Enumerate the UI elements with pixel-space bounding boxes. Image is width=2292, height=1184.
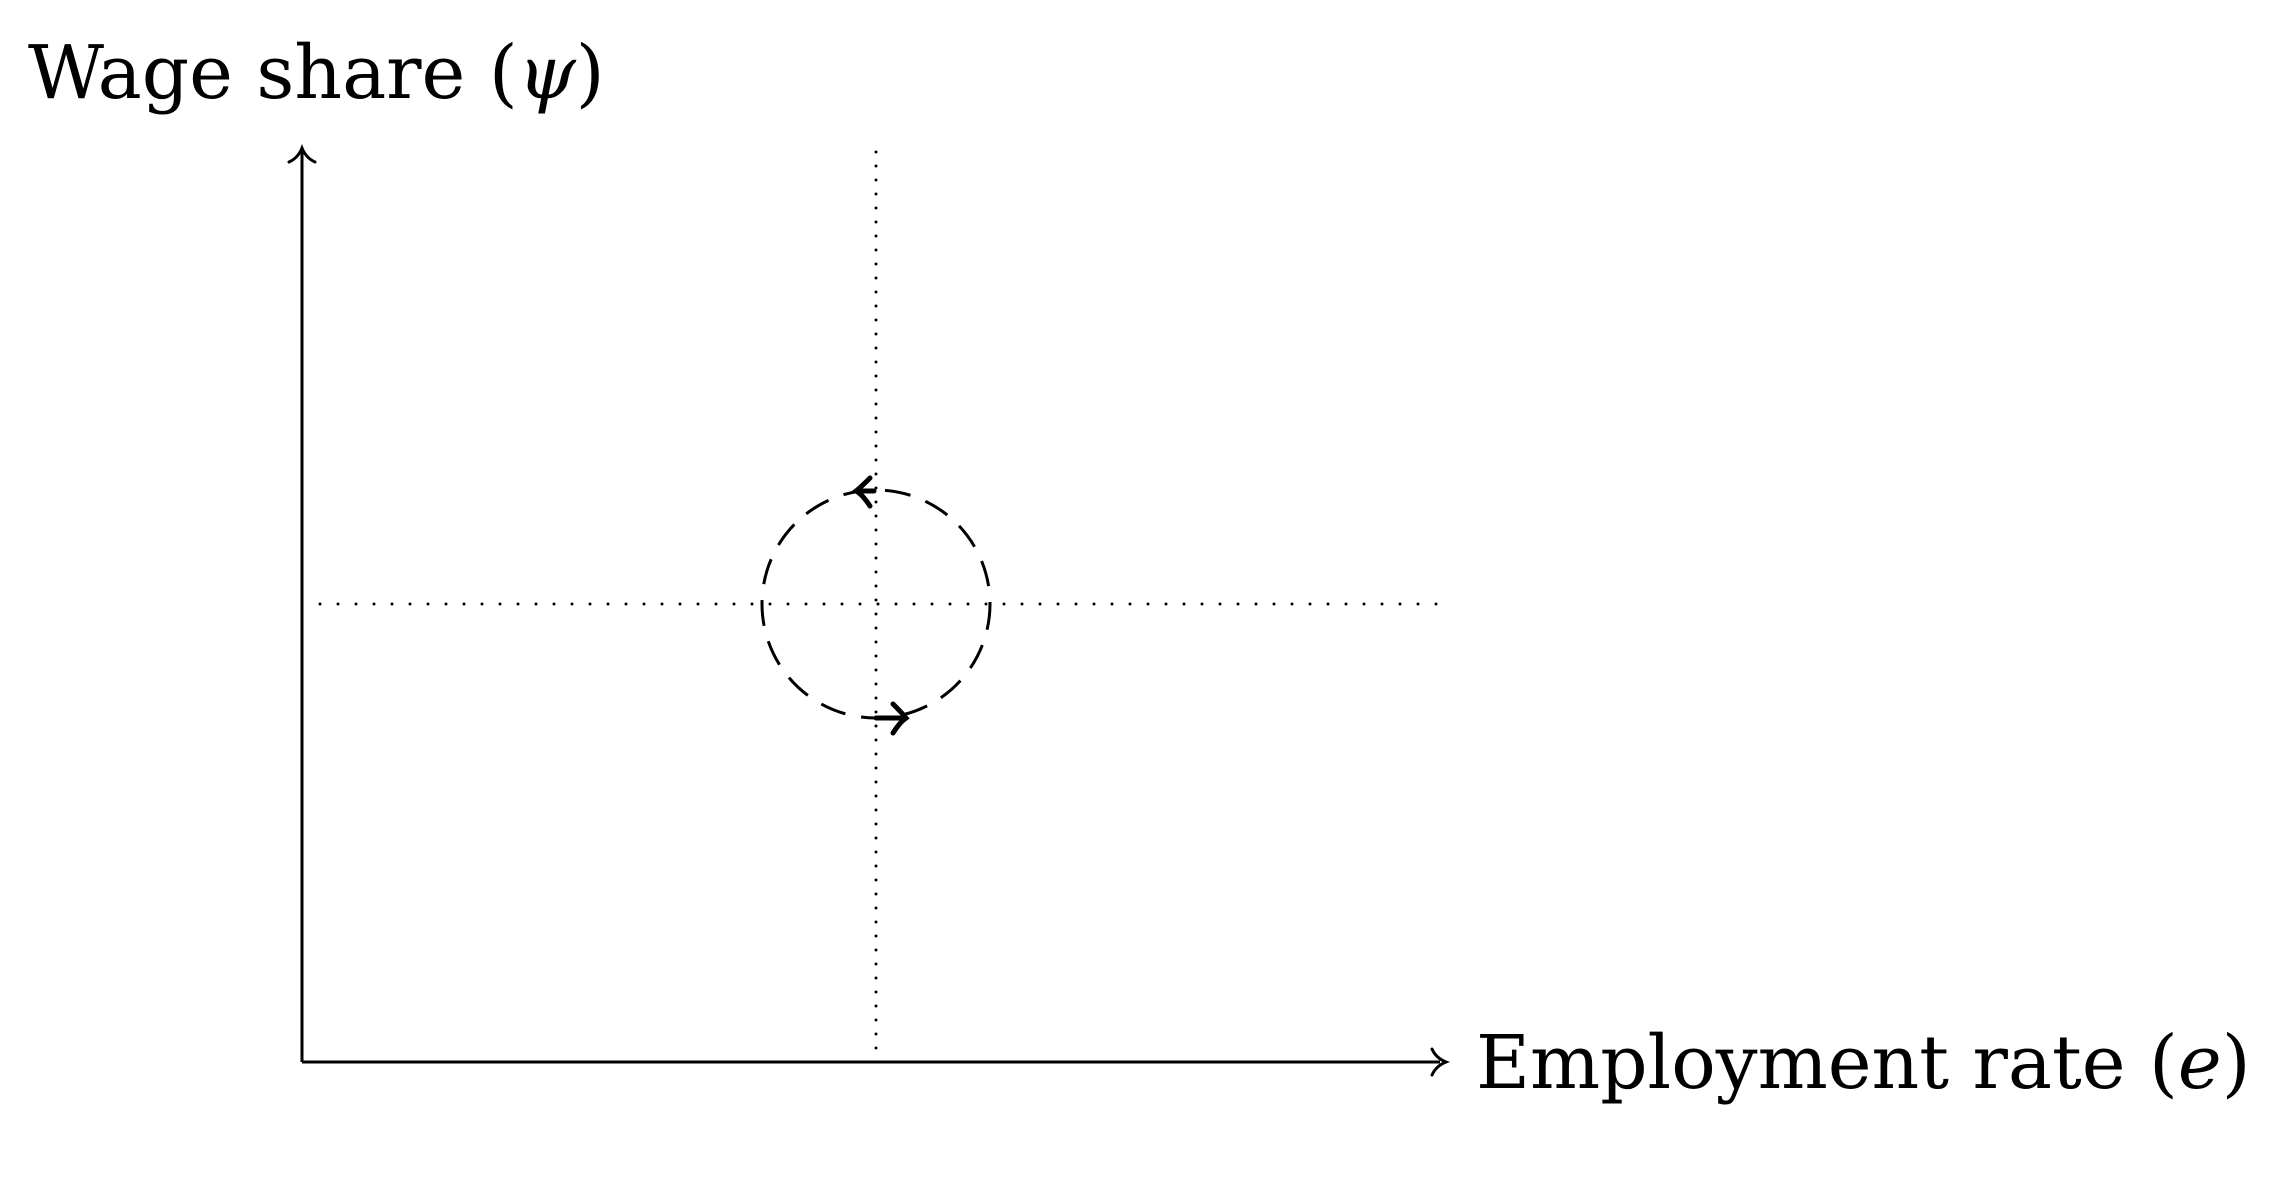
y-axis-symbol: ψ — [518, 30, 577, 116]
y-axis-label: Wage share (ψ) — [28, 30, 605, 116]
y-axis-label-close: ) — [576, 30, 605, 116]
y-axis-arrowhead — [287, 143, 317, 164]
x-axis-label-text: Employment rate ( — [1476, 1020, 2178, 1106]
x-axis-arrowhead — [1430, 1047, 1451, 1077]
y-axis-label-text: Wage share ( — [28, 30, 518, 116]
x-axis-label-close: ) — [2222, 1020, 2251, 1106]
x-axis-symbol: e — [2178, 1020, 2222, 1106]
x-axis-label: Employment rate (e) — [1476, 1020, 2251, 1106]
